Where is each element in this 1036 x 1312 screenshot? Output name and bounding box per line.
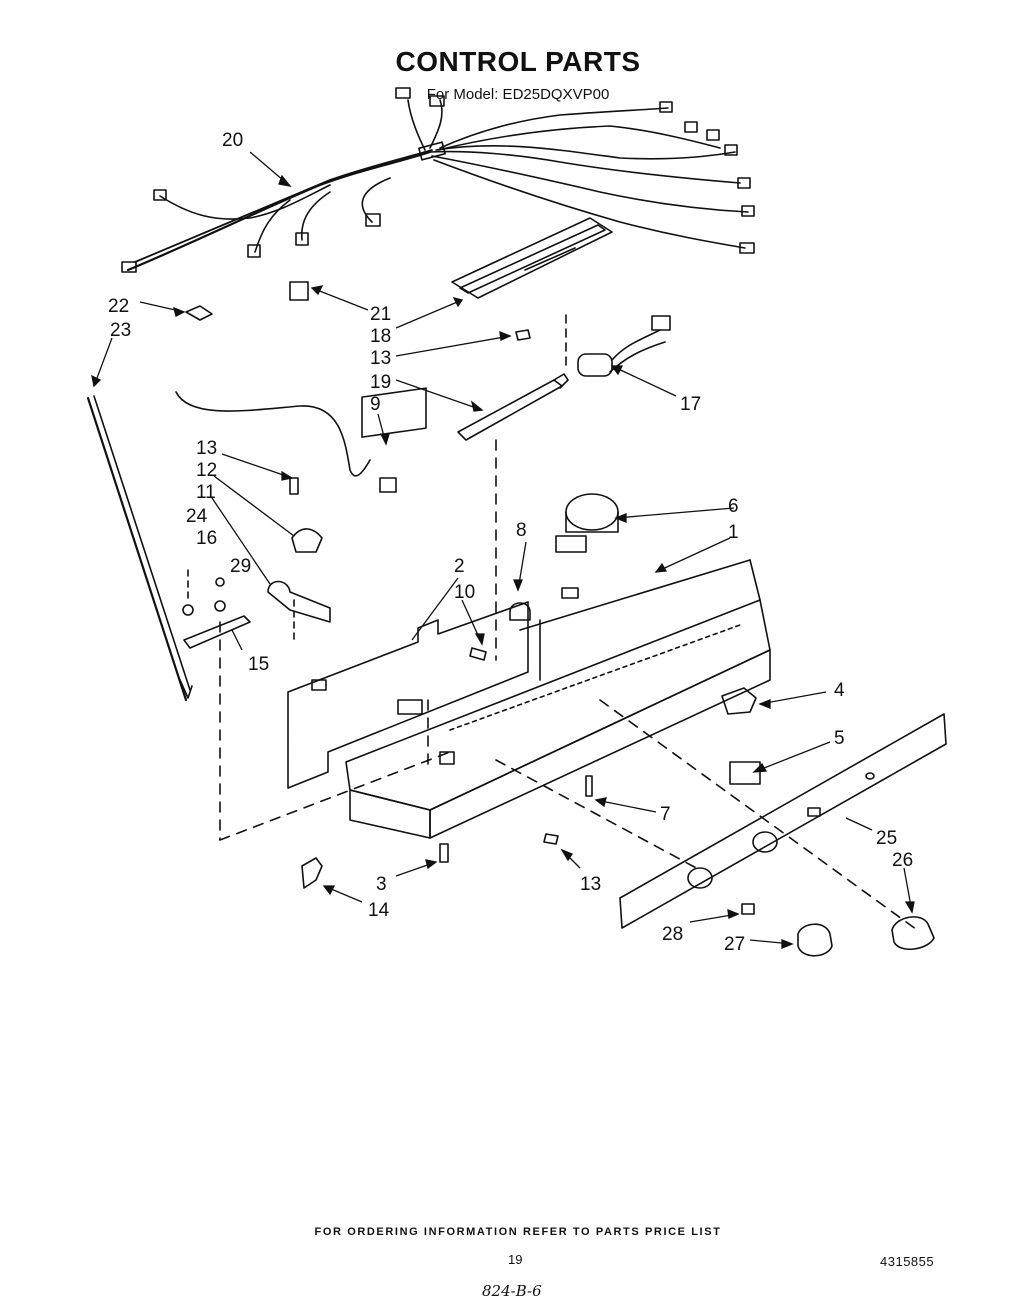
callout-27: 27 xyxy=(724,934,745,955)
callout-25: 25 xyxy=(876,828,897,849)
callout-12: 12 xyxy=(196,460,217,481)
clip-part-14 xyxy=(301,857,323,889)
callout-29: 29 xyxy=(230,556,251,577)
callout-13-mid: 13 xyxy=(196,438,217,459)
callout-22: 22 xyxy=(108,296,129,317)
callout-10: 10 xyxy=(454,582,475,603)
screw-part-7 xyxy=(585,775,593,797)
callout-28: 28 xyxy=(662,924,683,945)
callout-13-bottom: 13 xyxy=(580,874,601,895)
linkage-part-15 xyxy=(182,569,451,841)
document-number: 4315855 xyxy=(880,1254,935,1269)
sensor-part-19 xyxy=(457,373,569,441)
callout-5: 5 xyxy=(834,728,845,749)
screw-part-13 xyxy=(515,329,531,341)
part-23-rod xyxy=(86,395,193,702)
bracket-part-2 xyxy=(287,601,529,789)
page-title: CONTROL PARTS xyxy=(395,46,641,77)
part-5 xyxy=(729,761,761,785)
knob-part-27 xyxy=(797,923,833,957)
screw-part-13b xyxy=(289,477,299,495)
callout-6: 6 xyxy=(728,496,739,517)
screw-part-3 xyxy=(439,843,449,863)
control-part-9 xyxy=(175,387,427,493)
ordering-info: FOR ORDERING INFORMATION REFER TO PARTS … xyxy=(314,1226,722,1238)
callout-7: 7 xyxy=(660,804,671,825)
callout-15: 15 xyxy=(248,654,269,675)
cover-plate-part xyxy=(451,217,613,299)
callout-21: 21 xyxy=(370,304,391,325)
callout-3: 3 xyxy=(376,874,387,895)
callout-8: 8 xyxy=(516,520,527,541)
part-4 xyxy=(721,687,757,715)
knob-part-26 xyxy=(891,916,935,950)
callout-26: 26 xyxy=(892,850,913,871)
part-22 xyxy=(185,305,213,321)
callout-2: 2 xyxy=(454,556,465,577)
callout-4: 4 xyxy=(834,680,845,701)
callout-13-top: 13 xyxy=(370,348,391,369)
screw-part-10 xyxy=(469,647,487,661)
handwritten-note: 824-B-6 xyxy=(482,1282,542,1300)
part-8 xyxy=(509,602,531,621)
callout-18: 18 xyxy=(370,326,391,347)
callout-1: 1 xyxy=(728,522,739,543)
screw-part-13c xyxy=(543,833,559,845)
knob-part-11 xyxy=(267,580,331,641)
callout-24: 24 xyxy=(186,506,208,527)
front-panel-part-25 xyxy=(495,699,947,933)
part-21 xyxy=(289,281,309,301)
callout-17: 17 xyxy=(680,394,701,415)
callout-9: 9 xyxy=(370,394,381,415)
control-housing-part-1 xyxy=(345,559,771,839)
callout-14: 14 xyxy=(368,900,390,921)
model-label: For Model: ED25DQXVP00 xyxy=(426,86,610,103)
callout-16: 16 xyxy=(196,528,217,549)
callout-23: 23 xyxy=(110,320,131,341)
part-28 xyxy=(741,903,755,915)
callout-19: 19 xyxy=(370,372,391,393)
wire-harness-part xyxy=(121,87,755,273)
bracket-part-12 xyxy=(291,528,323,553)
page-number: 19 xyxy=(508,1252,523,1267)
callout-11: 11 xyxy=(196,482,216,503)
part-6 xyxy=(555,493,619,553)
callout-20: 20 xyxy=(222,130,243,151)
